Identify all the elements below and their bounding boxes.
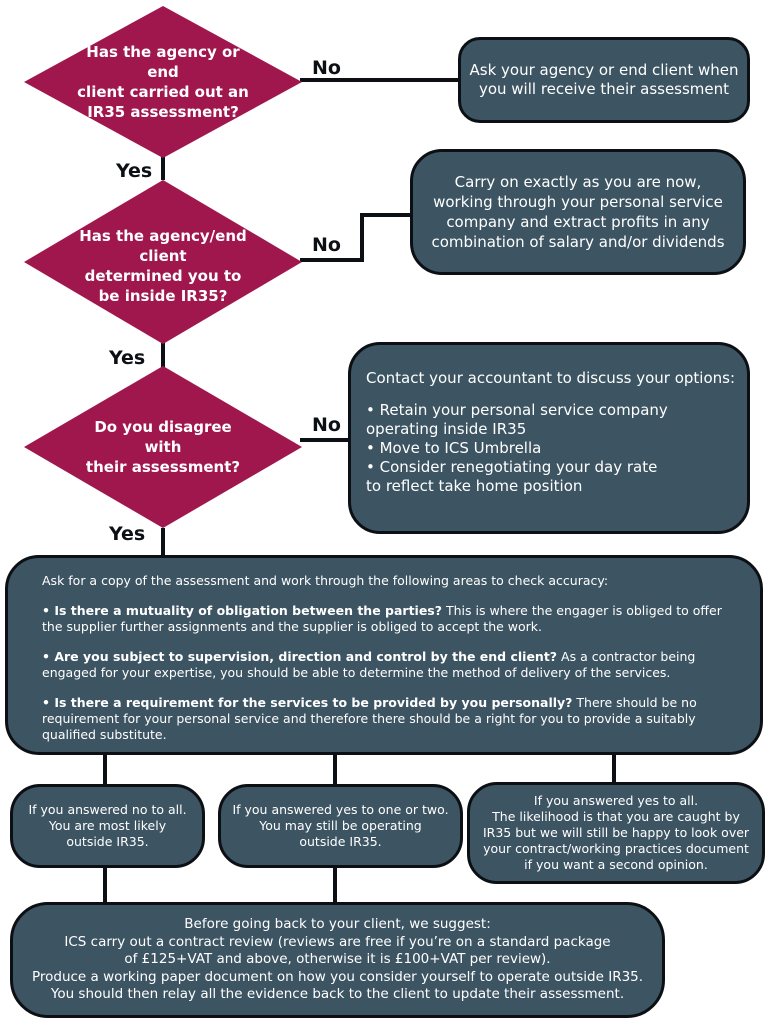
result-no-to-all: If you answered no to all. You are most …: [10, 784, 205, 868]
outcome-ask-agency-text: Ask your agency or end client when you w…: [469, 61, 739, 98]
result-yes-to-all: If you answered yes to all. The likeliho…: [467, 782, 765, 884]
label-yes-1: Yes: [116, 160, 153, 182]
question-diamond-1: Has the agency or end client carried out…: [24, 6, 302, 158]
connector-q2-no: [300, 213, 412, 262]
outcome-carry-on: Carry on exactly as you are now, working…: [410, 149, 746, 275]
diamond-shape: [24, 180, 302, 344]
label-yes-3: Yes: [109, 523, 146, 545]
review-item-3: • Is there a requirement for the service…: [42, 695, 740, 743]
label-no-3: No: [312, 414, 341, 436]
review-item-1-body: This is where the engager is obliged to …: [42, 603, 722, 634]
question-diamond-2: Has the agency/end client determined you…: [24, 180, 302, 344]
result-yes-to-all-text: If you answered yes to all. The likeliho…: [482, 793, 750, 872]
result-yes-to-some-text: If you answered yes to one or two. You m…: [232, 802, 449, 849]
review-box: Ask for a copy of the assessment and wor…: [5, 555, 763, 755]
contact-option-2: • Move to ICS Umbrella: [366, 439, 542, 457]
final-line-2: ICS carry out a contract review (reviews…: [64, 933, 611, 950]
review-item-1: • Is there a mutuality of obligation bet…: [42, 603, 740, 635]
review-item-2-heading: • Are you subject to supervision, direct…: [42, 649, 558, 664]
label-no-2: No: [312, 234, 341, 256]
result-no-to-all-text: If you answered no to all. You are most …: [28, 802, 187, 849]
label-no-1: No: [312, 57, 341, 79]
diamond-shape: [24, 6, 302, 158]
question-2-text: Has the agency/end client determined you…: [79, 227, 247, 305]
result-yes-to-some: If you answered yes to one or two. You m…: [218, 784, 463, 868]
diamond-shape: [24, 366, 302, 528]
question-diamond-3: Do you disagree with their assessment?: [24, 366, 302, 528]
final-line-1: Before going back to your client, we sug…: [184, 916, 491, 933]
question-3-text: Do you disagree with their assessment?: [85, 418, 241, 476]
review-item-2: • Are you subject to supervision, direct…: [42, 649, 740, 681]
review-item-3-body: There should be no requirement for your …: [42, 695, 697, 742]
contact-option-3: • Consider renegotiating your day rate t…: [366, 458, 658, 495]
label-yes-2: Yes: [109, 347, 146, 369]
question-1-text: Has the agency or end client carried out…: [77, 43, 249, 121]
review-item-1-heading: • Is there a mutuality of obligation bet…: [42, 603, 442, 618]
final-line-3: of £125+VAT and above, otherwise it is £…: [124, 951, 551, 968]
final-line-5: You should then relay all the evidence b…: [50, 986, 625, 1003]
contact-intro: Contact your accountant to discuss your …: [366, 369, 736, 387]
outcome-carry-on-text: Carry on exactly as you are now, working…: [431, 173, 725, 251]
review-item-2-body: As a contractor being engaged for your e…: [42, 649, 696, 680]
final-line-4: Produce a working paper document on how …: [31, 968, 644, 985]
final-suggestion-box: Before going back to your client, we sug…: [10, 902, 665, 1018]
review-item-3-heading: • Is there a requirement for the service…: [42, 695, 573, 710]
outcome-contact-accountant: Contact your accountant to discuss your …: [348, 342, 750, 534]
contact-option-1: • Retain your personal service company o…: [366, 401, 668, 438]
review-intro: Ask for a copy of the assessment and wor…: [42, 573, 609, 588]
outcome-ask-agency: Ask your agency or end client when you w…: [458, 37, 750, 123]
